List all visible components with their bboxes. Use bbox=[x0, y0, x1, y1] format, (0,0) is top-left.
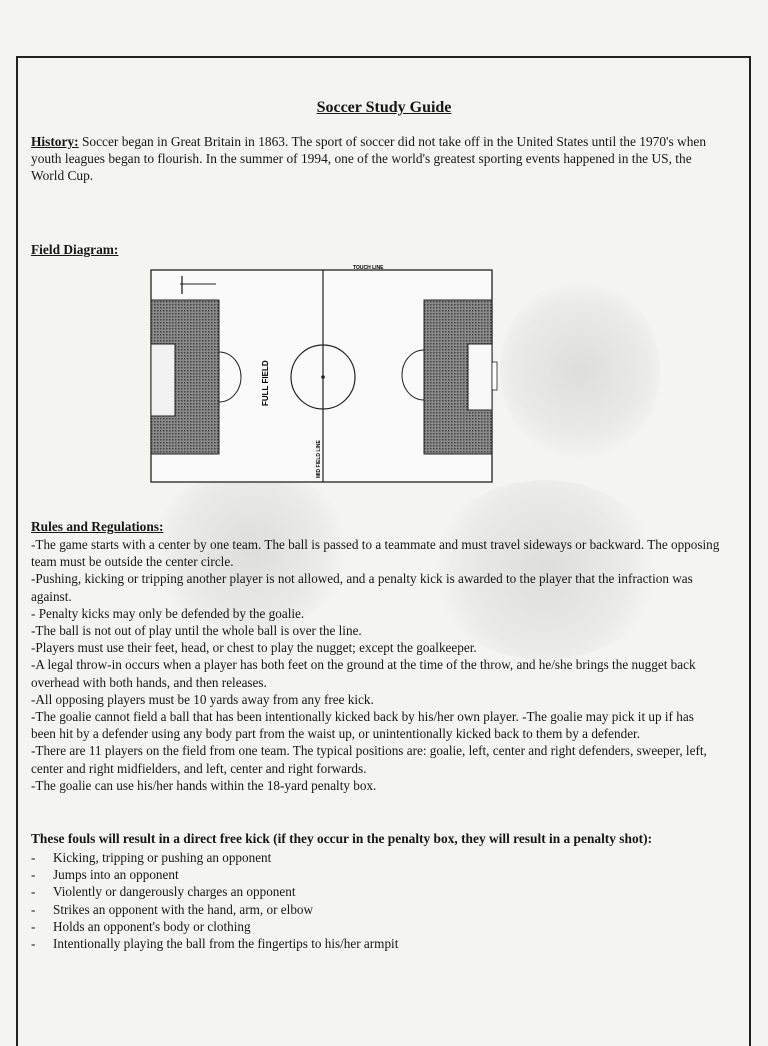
list-dash: - bbox=[31, 884, 36, 900]
rule-item: -There are 11 players on the field from … bbox=[31, 743, 707, 776]
rule-item: -The ball is not out of play until the w… bbox=[31, 623, 362, 639]
foul-text: Jumps into an opponent bbox=[53, 867, 179, 883]
page-title: Soccer Study Guide bbox=[316, 99, 452, 116]
touch-line-label: TOUCH LINE bbox=[353, 265, 384, 271]
rules-list: -The game starts with a center by one te… bbox=[31, 536, 721, 794]
list-item: - Holds an opponent's body or clothing bbox=[31, 918, 711, 935]
field-diagram-label: Field Diagram: bbox=[31, 242, 119, 257]
right-penalty-arc bbox=[401, 349, 425, 401]
foul-text: Kicking, tripping or pushing an opponent bbox=[53, 850, 272, 865]
rule-item: -The game starts with a center by one te… bbox=[31, 537, 720, 570]
list-dash: - bbox=[31, 918, 36, 934]
soccer-field-diagram: TOUCH LINE FULL FIELD MID FIELD LINE GOA… bbox=[150, 265, 498, 483]
goal-area-label: GOAL AREA bbox=[170, 386, 175, 412]
center-spot bbox=[321, 375, 325, 379]
list-dash: - bbox=[31, 901, 36, 917]
list-item: - Kicking, tripping or pushing an opponen… bbox=[31, 849, 711, 866]
rules-heading: Rules and Regulations: bbox=[31, 519, 164, 534]
fouls-list: - Kicking, tripping or pushing an opponen… bbox=[31, 849, 711, 952]
history-label: History: bbox=[31, 134, 79, 149]
foul-text: Holds an opponent's body or clothing bbox=[53, 918, 251, 934]
page-border bbox=[16, 56, 751, 1046]
fouls-heading: These fouls will result in a direct free… bbox=[31, 831, 653, 846]
foul-text: Violently or dangerously charges an oppo… bbox=[53, 884, 296, 900]
left-goal-area bbox=[150, 343, 176, 417]
rule-item: -The goalie can use his/her hands within… bbox=[31, 777, 377, 793]
foul-text: Intentionally playing the ball from the … bbox=[53, 936, 399, 952]
list-item: - Jumps into an opponent bbox=[31, 866, 711, 883]
rule-item: -The goalie cannot field a ball that has… bbox=[31, 709, 694, 742]
rule-item: - Penalty kicks may only be defended by … bbox=[31, 605, 305, 621]
center-circle bbox=[290, 344, 356, 410]
history-text: Soccer began in Great Britain in 1863. T… bbox=[31, 134, 707, 183]
mid-field-line-label: MID FIELD LINE bbox=[316, 440, 322, 478]
right-goal-area bbox=[467, 343, 493, 411]
rule-item: -All opposing players must be 10 yards a… bbox=[31, 691, 374, 707]
list-item: - Violently or dangerously charges an opp… bbox=[31, 883, 711, 900]
list-dash: - bbox=[31, 867, 36, 883]
history-paragraph: History: Soccer began in Great Britain i… bbox=[31, 133, 711, 184]
list-dash: - bbox=[31, 936, 36, 952]
list-item: - Intentionally playing the ball from the… bbox=[31, 935, 711, 952]
rule-item: -Players must use their feet, head, or c… bbox=[31, 640, 477, 656]
rule-item: -A legal throw-in occurs when a player h… bbox=[31, 657, 696, 690]
rule-item: -Pushing, kicking or tripping another pl… bbox=[31, 571, 693, 604]
foul-text: Strikes an opponent with the hand, arm, … bbox=[53, 901, 314, 917]
right-goal bbox=[491, 361, 498, 391]
full-field-label: FULL FIELD bbox=[261, 360, 270, 406]
list-dash: - bbox=[31, 850, 36, 865]
left-penalty-arc bbox=[218, 351, 242, 403]
list-item: - Strikes an opponent with the hand, arm,… bbox=[31, 901, 711, 918]
